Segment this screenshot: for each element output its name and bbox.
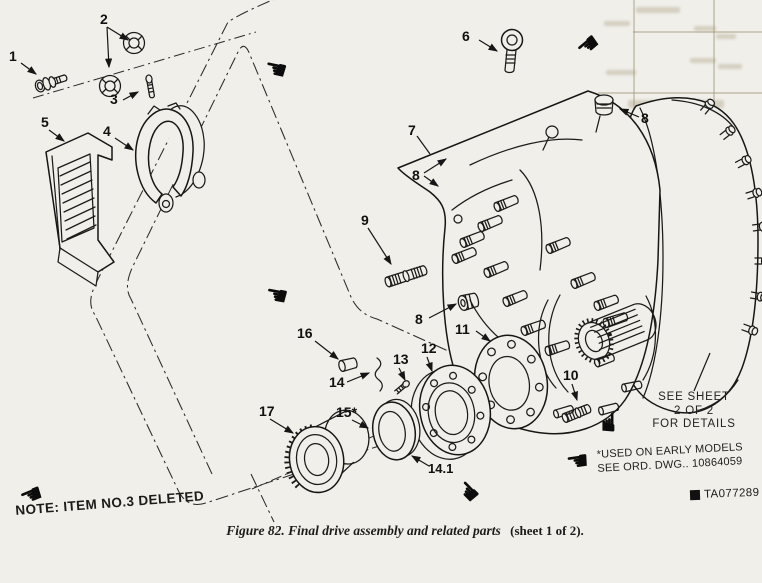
callout-5: 5 — [41, 114, 49, 130]
coupling-17 — [284, 409, 370, 494]
caption-sheet: (sheet 1 of 2). — [510, 523, 584, 538]
see-sheet-line: SEE SHEET — [658, 391, 730, 403]
change-pointer-icon: ☚ — [592, 410, 623, 434]
see-sheet-leader — [693, 352, 711, 392]
callout-14: 14 — [329, 374, 345, 390]
callout-7: 7 — [408, 122, 416, 138]
callout-10: 10 — [563, 367, 579, 383]
stud-9 — [384, 265, 428, 288]
stud-10 — [561, 404, 592, 423]
bolt-1 — [34, 74, 68, 93]
callout-2: 2 — [100, 11, 108, 27]
figure-caption: Figure 82. Final drive assembly and rela… — [170, 522, 640, 540]
callout-12: 12 — [421, 340, 437, 356]
callout-11: 11 — [455, 321, 470, 337]
callout-4: 4 — [103, 123, 111, 139]
drawing-number-text: TA077289 — [703, 486, 760, 501]
black-square-icon — [689, 489, 701, 501]
see-sheet-line: 2 OF 2 — [674, 404, 714, 417]
change-pointer-icon: ☚ — [262, 279, 291, 313]
splined-shaft — [574, 303, 657, 364]
callout-1: 1 — [9, 48, 17, 64]
callout-14-1: 14.1 — [428, 461, 453, 476]
callout-17: 17 — [259, 403, 275, 419]
plug-16 — [338, 357, 358, 373]
change-pointer-icon: ☚ — [564, 445, 592, 479]
seal-ring-15 — [371, 398, 421, 461]
callout-15: 15* — [336, 404, 358, 420]
top-plug — [594, 94, 614, 133]
plug-8-mid — [457, 292, 480, 311]
callout-16: 16 — [297, 325, 313, 341]
see-sheet-line: FOR DETAILS — [652, 418, 736, 430]
callout-8c: 8 — [415, 311, 423, 327]
caption-title: Figure 82. Final drive assembly and rela… — [226, 523, 501, 538]
screw-13 — [394, 380, 410, 395]
nut-2b — [98, 74, 122, 98]
callout-leaders — [20, 26, 640, 467]
bracket-5 — [45, 132, 115, 287]
callout-13: 13 — [393, 351, 409, 367]
nut-2a — [122, 31, 146, 55]
lock-pin-14 — [374, 357, 383, 392]
see-sheet-note: SEE SHEET 2 OF 2 FOR DETAILS — [634, 391, 754, 432]
callout-9: 9 — [361, 212, 369, 228]
clamp-4 — [135, 102, 206, 213]
flange-12 — [410, 364, 492, 460]
chain-border — [90, 0, 553, 523]
callout-8a: 8 — [412, 167, 420, 183]
callout-8b: 8 — [641, 110, 649, 126]
callout-numbers: 1 2 3 4 5 6 7 8 8 8 9 10 11 12 13 14 14.… — [9, 11, 649, 476]
drawing-number: TA077289 — [689, 486, 760, 501]
callout-3: 3 — [110, 91, 118, 107]
callout-6: 6 — [462, 28, 470, 44]
eyebolt-6 — [500, 28, 524, 74]
screw-3 — [145, 74, 155, 99]
